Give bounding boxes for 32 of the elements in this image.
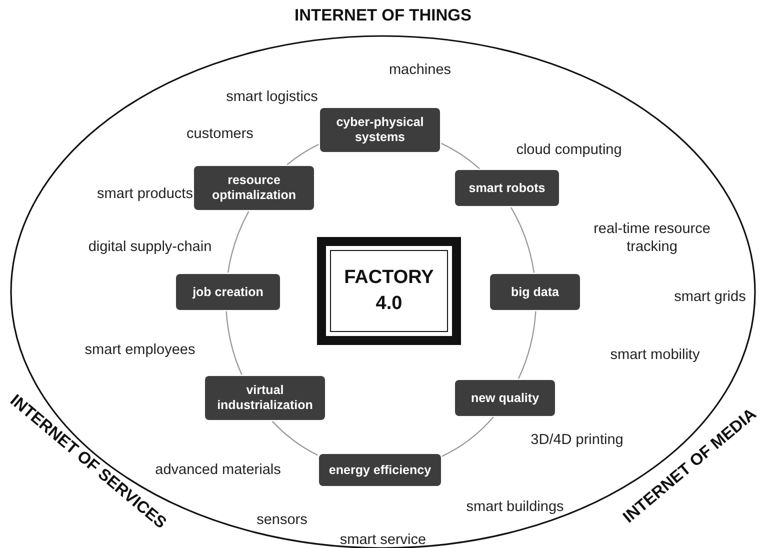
topic-box: new quality [455, 380, 555, 416]
keyword-label: smart products [97, 184, 193, 204]
keyword-label: real-time resource tracking [592, 220, 712, 256]
topic-box: virtual industrialization [205, 376, 325, 420]
topic-box: job creation [176, 274, 280, 310]
ring-line [442, 416, 494, 457]
keyword-label: smart logistics [226, 88, 318, 106]
keyword-label: sensors [256, 510, 308, 530]
ring-line [286, 144, 319, 166]
topic-box: cyber-physical systems [320, 108, 440, 152]
topic-box: resource optimalization [194, 166, 314, 210]
topic-box: smart robots [455, 170, 559, 206]
keyword-label: customers [186, 124, 254, 144]
center-box: FACTORY 4.0 [317, 237, 461, 345]
keyword-label: smart grids [674, 288, 746, 306]
keyword-label: machines [388, 60, 452, 80]
region-label: INTERNET OF THINGS [294, 6, 472, 26]
keyword-label: smart mobility [610, 346, 700, 364]
ring-line [440, 142, 480, 170]
keyword-label: smart employees [84, 340, 196, 360]
keyword-label: smart buildings [466, 498, 564, 516]
topic-box: big data [490, 274, 580, 310]
topic-box: energy efficiency [319, 454, 441, 486]
keyword-label: smart service [340, 530, 426, 548]
keyword-label: cloud computing [516, 140, 622, 160]
ring-line [518, 311, 536, 379]
keyword-label: digital supply-chain [88, 238, 212, 256]
keyword-label: 3D/4D printing [530, 430, 624, 450]
ring-line [510, 207, 535, 273]
ring-line [226, 311, 242, 376]
ring-line [272, 420, 318, 456]
ring-line [227, 211, 250, 273]
